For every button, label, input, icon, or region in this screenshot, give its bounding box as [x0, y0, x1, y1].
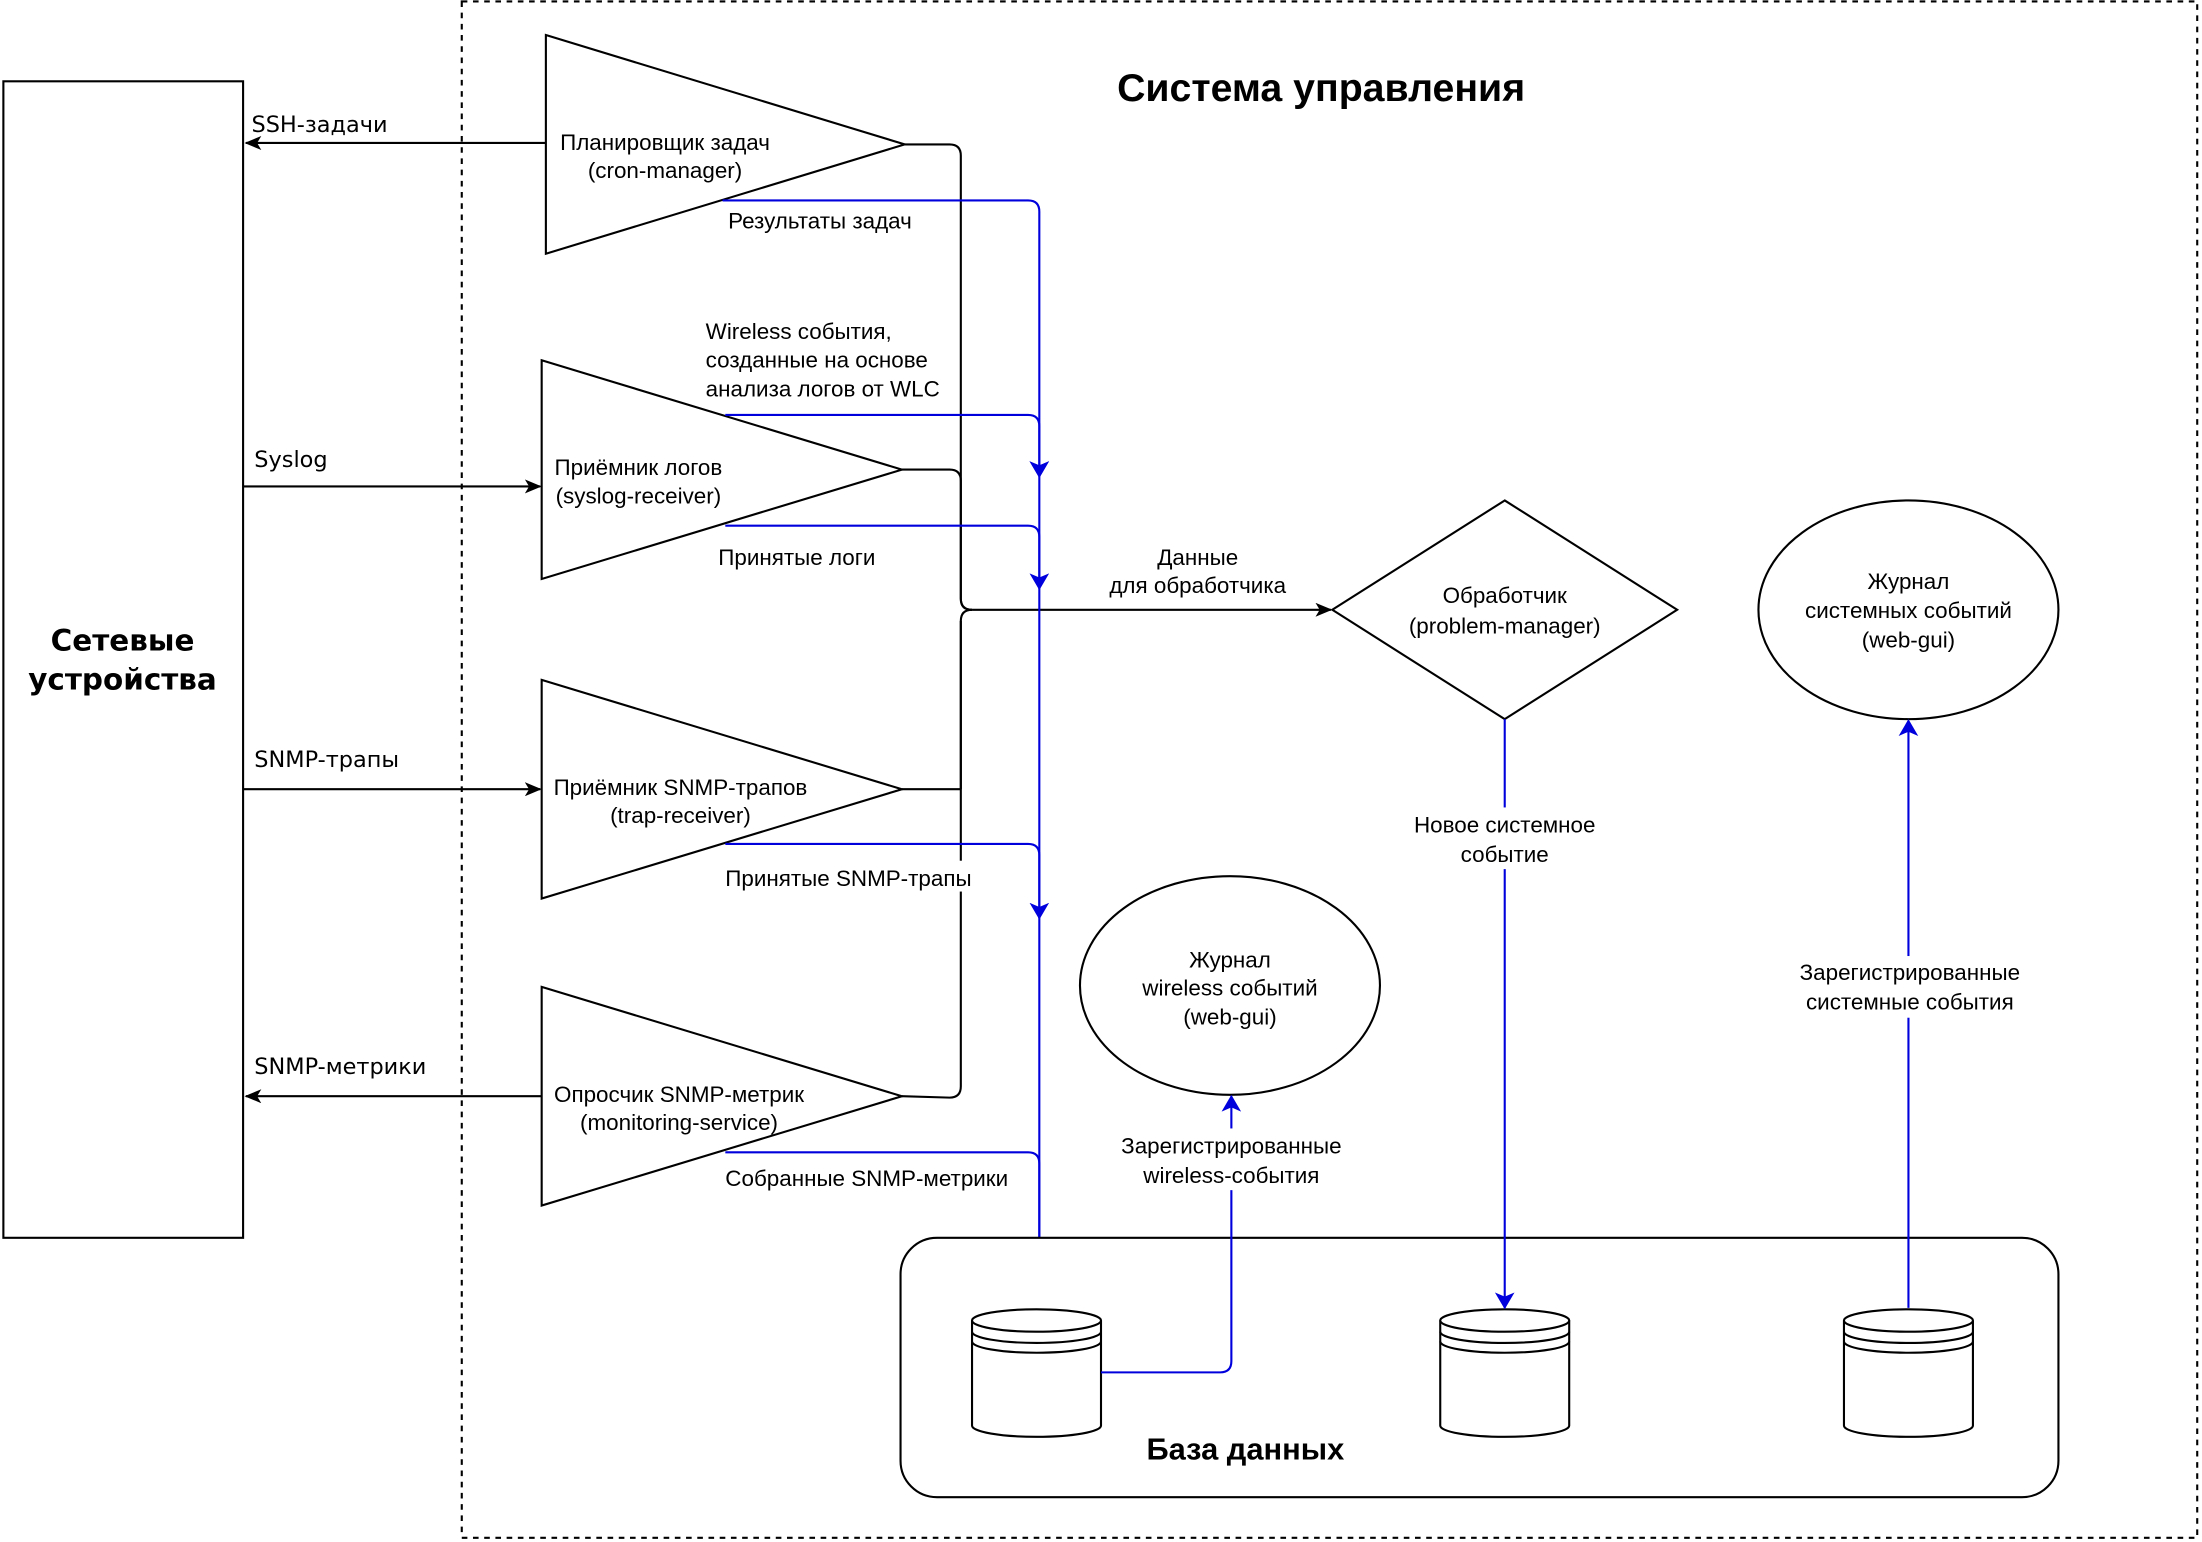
edge-registered-wireless — [1101, 1094, 1242, 1374]
edge-ssh-tasks-label: SSH-задачи — [251, 112, 387, 138]
wireless-journal-label-1: Журнал — [1189, 947, 1271, 972]
edge-handler-data-label-1: Данные — [1157, 545, 1238, 570]
edge-snmp-metrics-label: SNMP-метрики — [254, 1054, 426, 1080]
edge-registered-system-label-2: системные события — [1806, 989, 2014, 1014]
monitoring-service-label-1: Опросчик SNMP-метрик — [554, 1082, 804, 1107]
syslog-receiver-label-2: (syslog-receiver) — [556, 483, 722, 508]
wireless-journal-label-2: wireless событий — [1141, 975, 1317, 1000]
edge-received-logs-label: Принятые логи — [718, 545, 875, 570]
data-flows — [722, 199, 1050, 1310]
edge-wireless-events-label-2: созданные на основе — [706, 347, 928, 372]
wireless-journal-label-3: (web-gui) — [1183, 1005, 1276, 1030]
edge-registered-wireless-label-1: Зарегистрированные — [1121, 1134, 1341, 1159]
cron-manager-label-2: (cron-manager) — [588, 158, 742, 183]
edge-syslog-label: Syslog — [254, 447, 327, 473]
syslog-receiver-label-1: Приёмник логов — [555, 455, 723, 480]
edge-registered-system-label-1: Зарегистрированные — [1800, 960, 2020, 985]
trap-receiver-node[interactable]: Приёмник SNMP-трапов (trap-receiver) — [540, 678, 906, 900]
edge-task-results-label: Результаты задач — [728, 208, 912, 233]
system-journal-label-3: (web-gui) — [1862, 628, 1955, 653]
problem-manager-node[interactable]: Обработчик (problem-manager) — [1330, 499, 1680, 721]
network-devices-label-1: Сетевые — [51, 623, 195, 657]
edge-new-system-event-label-2: событие — [1461, 842, 1549, 867]
edge-registered-wireless-label-2: wireless-события — [1142, 1163, 1319, 1188]
monitoring-service-node[interactable]: Опросчик SNMP-метрик (monitoring-service… — [540, 985, 906, 1207]
db-cylinder-system-journal[interactable] — [1842, 1308, 1974, 1438]
edge-wireless-events-label-1: Wireless события, — [706, 319, 892, 344]
db-cylinder-system-events[interactable] — [1439, 1308, 1571, 1438]
edge-handler-data-label-2: для обработчика — [1109, 573, 1286, 598]
network-devices-label-2: устройства — [28, 663, 217, 697]
system-title: Система управления — [1117, 66, 1525, 110]
edge-collected-metrics-label: Собранные SNMP-метрики — [725, 1166, 1008, 1191]
cron-manager-label-1: Планировщик задач — [560, 130, 770, 155]
network-devices-node[interactable]: Сетевые устройства — [2, 80, 245, 1239]
trap-receiver-label-2: (trap-receiver) — [610, 803, 751, 828]
handler-bus — [901, 143, 1333, 1099]
cron-manager-node[interactable]: Планировщик задач (cron-manager) — [544, 33, 909, 256]
problem-manager-label-2: (problem-manager) — [1409, 614, 1601, 639]
system-boundary — [460, 0, 2199, 1539]
db-cylinder-wireless[interactable] — [970, 1308, 1103, 1438]
trap-receiver-label-1: Приёмник SNMP-трапов — [554, 775, 808, 800]
wireless-journal-node[interactable]: Журнал wireless событий (web-gui) — [1078, 875, 1382, 1096]
edge-received-traps-label: Принятые SNMP-трапы — [725, 866, 971, 891]
edge-wireless-events-label-3: анализа логов от WLC — [706, 377, 940, 402]
monitoring-service-label-2: (monitoring-service) — [580, 1110, 778, 1135]
system-journal-node[interactable]: Журнал системных событий (web-gui) — [1757, 499, 2060, 721]
edge-snmp-traps-label: SNMP-трапы — [254, 747, 399, 773]
database-title: База данных — [1147, 1431, 1345, 1466]
edge-new-system-event-label-1: Новое системное — [1414, 813, 1596, 838]
problem-manager-label-1: Обработчик — [1443, 583, 1567, 608]
syslog-receiver-node[interactable]: Приёмник логов (syslog-receiver) — [540, 358, 906, 581]
system-journal-label-1: Журнал — [1868, 569, 1950, 594]
system-journal-label-2: системных событий — [1805, 598, 2012, 623]
